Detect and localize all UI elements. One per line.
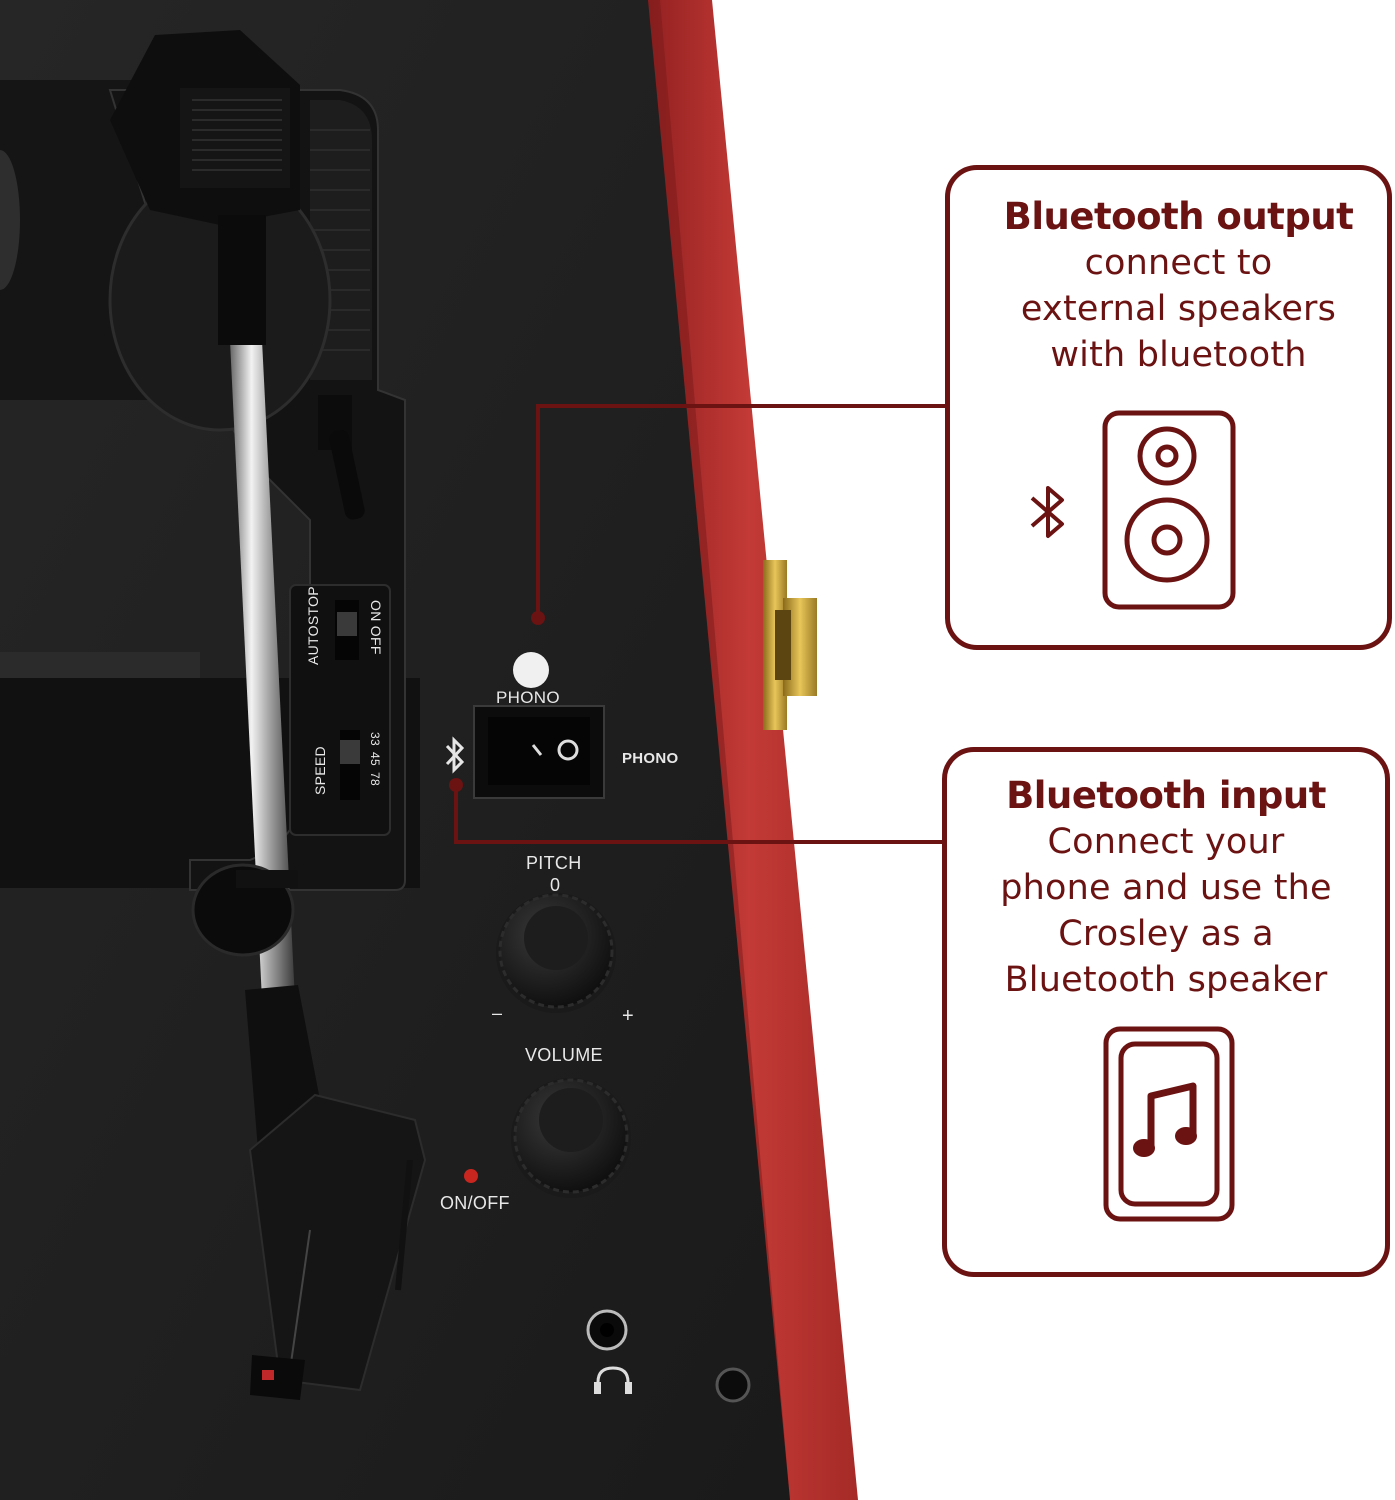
leader-lines xyxy=(454,404,945,844)
speed-label: SPEED xyxy=(312,746,328,795)
phone-music-icon xyxy=(1103,1026,1235,1222)
slider-panel xyxy=(289,584,391,836)
pitch-plus-label: + xyxy=(622,1005,634,1027)
tonearm xyxy=(110,30,427,1400)
switch-top-label: PHONO xyxy=(496,688,560,707)
autostop-state-label: ON OFF xyxy=(368,600,384,655)
source-switch xyxy=(473,652,605,799)
bluetooth-input-title: Bluetooth input xyxy=(1006,774,1326,817)
bluetooth-icon xyxy=(1030,486,1064,538)
bluetooth-output-callout: Bluetooth output connect to external spe… xyxy=(945,165,1392,650)
power-label: ON/OFF xyxy=(440,1193,510,1213)
speed-option-78: 78 xyxy=(368,772,382,786)
power-led xyxy=(464,1169,478,1183)
switch-right-label: PHONO xyxy=(622,750,679,767)
volume-knob xyxy=(511,1078,631,1198)
pitch-knob xyxy=(496,893,616,1013)
pitch-zero-label: 0 xyxy=(550,875,561,895)
volume-label: VOLUME xyxy=(525,1045,603,1065)
bluetooth-output-description: connect to external speakers with blueto… xyxy=(1020,243,1337,375)
case-latch xyxy=(763,560,817,730)
bluetooth-input-callout: Bluetooth input Connect your phone and u… xyxy=(942,747,1390,1277)
pitch-minus-label: – xyxy=(492,1003,503,1023)
autostop-label: AUTOSTOP xyxy=(305,586,321,665)
speed-option-45: 45 xyxy=(368,752,382,766)
pitch-label: PITCH xyxy=(526,853,582,873)
speaker-icon xyxy=(1102,410,1236,610)
bluetooth-input-description: Connect your phone and use the Crosley a… xyxy=(1000,822,1332,1000)
speed-option-33: 33 xyxy=(368,732,382,746)
headphone-jack xyxy=(586,1309,632,1394)
panel-bluetooth-icon xyxy=(445,736,465,774)
screw xyxy=(715,1367,751,1403)
bluetooth-output-title: Bluetooth output xyxy=(1003,195,1354,238)
